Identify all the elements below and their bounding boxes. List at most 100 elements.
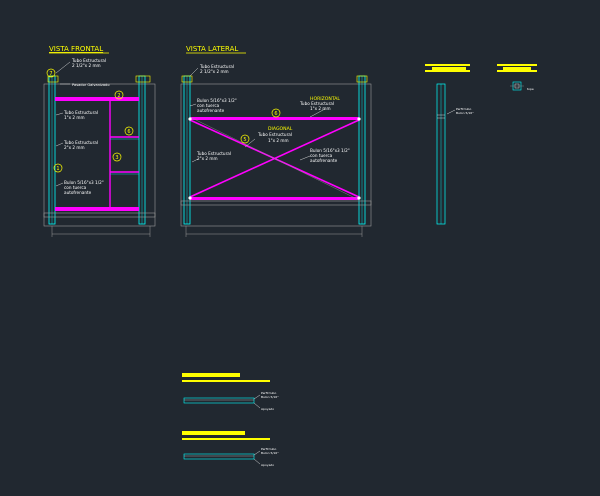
front-callout-6: 6 xyxy=(124,126,134,136)
front-callout-6-text: 6 xyxy=(127,129,130,135)
bottom-detail-1-profile xyxy=(183,397,255,404)
front-label-tubo-top: Tubo Estructural xyxy=(71,58,106,63)
right-detail-bar-4 xyxy=(497,64,537,66)
side-label-horizontal-dim: 1"x 2 mm xyxy=(310,106,331,111)
front-label-tubo-top-dim: 2 1/2"x 2 mm xyxy=(72,63,101,68)
front-callout-7-text: 7 xyxy=(49,71,52,77)
side-bolt-bottom-left xyxy=(188,196,192,200)
bottom-detail-2-bar-1 xyxy=(182,431,245,435)
right-detail-bar-1 xyxy=(425,64,470,66)
bottom-detail-1-leader-1 xyxy=(253,394,261,400)
right-detail-label-2: Bulon 5/16" xyxy=(456,111,474,115)
right-detail-leader xyxy=(446,109,456,115)
bottom-detail-1-label-1: Perfil tubo xyxy=(261,391,276,395)
bottom-detail-1-leader-2 xyxy=(253,402,261,409)
front-bottom-rail xyxy=(55,207,139,211)
side-label-diagonal-dim: 1"x 2 mm xyxy=(268,138,289,143)
front-callout-1-text: 1 xyxy=(56,166,59,172)
side-label-tubo-top: Tubo Estructural xyxy=(199,64,234,69)
bottom-detail-1-bar-2 xyxy=(182,380,270,382)
side-view: VISTA LATERAL xyxy=(180,45,372,237)
front-label-bulon-2: con tuerca xyxy=(64,185,87,190)
bottom-detail-1: Perfil tubo Bulon 5/16" Apoyado xyxy=(182,373,279,411)
front-leader-4 xyxy=(55,142,64,147)
front-base-plate xyxy=(43,212,156,218)
bottom-detail-2-leader-2 xyxy=(253,458,261,465)
side-frame-outline xyxy=(180,83,372,227)
side-label-tubo-left: Tubo Estructural xyxy=(196,151,231,156)
bottom-detail-1-label-2: Bulon 5/16" xyxy=(261,395,279,399)
front-top-rail xyxy=(55,97,139,101)
right-detail-bar-2 xyxy=(432,67,466,70)
side-callout-6: 6 xyxy=(271,108,281,118)
side-bolt-top-right xyxy=(357,117,361,121)
side-view-title: VISTA LATERAL xyxy=(186,45,238,53)
side-leader-2 xyxy=(189,103,197,107)
side-callout-6-text: 6 xyxy=(274,111,277,117)
front-view: VISTA FRONTAL Tubo E xyxy=(43,45,156,237)
front-callout-1: 1 xyxy=(53,163,63,173)
front-label-tubo-left: Tubo Estructural xyxy=(63,140,98,145)
side-bottom-horizontal xyxy=(190,197,359,200)
front-callout-7: 7 xyxy=(46,68,56,78)
front-label-bulon-3: autofrenante xyxy=(64,190,92,195)
front-leader-3 xyxy=(55,112,64,116)
side-leader-1 xyxy=(189,67,199,77)
front-label-tubo-right: Tubo Estructural xyxy=(63,110,98,115)
side-label-diagonal: DIAGONAL xyxy=(268,126,293,132)
side-leader-5 xyxy=(191,158,199,163)
bottom-detail-1-bar-1 xyxy=(182,373,240,377)
side-leader-3 xyxy=(309,108,326,118)
side-base-plate xyxy=(180,200,372,206)
front-label-tubo-right-dim: 1"x 2 mm xyxy=(64,115,85,120)
side-label-diagonal-tube: Tubo Estructural xyxy=(257,132,292,137)
bottom-detail-2-label-1: Perfil tubo xyxy=(261,447,276,451)
front-left-cap xyxy=(47,75,59,83)
front-callout-3: 3 xyxy=(112,152,122,162)
side-label-bulon-a2: con tuerca xyxy=(197,103,220,108)
side-leader-4 xyxy=(244,138,256,148)
side-diagonal-edge xyxy=(189,116,360,201)
front-callout-2: 2 xyxy=(114,90,124,100)
side-label-tubo-left-dim: 2"x 2 mm xyxy=(197,156,218,161)
side-leader-6 xyxy=(299,155,311,161)
side-callout-5-text: 5 xyxy=(243,137,246,143)
side-label-tubo-top-dim: 2 1/2"x 2 mm xyxy=(200,69,229,74)
side-right-cap xyxy=(356,75,368,83)
bottom-detail-1-label-3: Apoyado xyxy=(261,407,274,411)
side-label-bulon-b1: Bulon 5/16"x3 1/2" xyxy=(310,148,350,153)
front-label-bulon-1: Bulon 5/16"x3 1/2" xyxy=(64,180,104,185)
front-leader-5 xyxy=(55,182,64,187)
side-label-bulon-a3: autofrenante xyxy=(197,108,225,113)
side-bolt-bottom-right xyxy=(357,196,361,200)
bottom-detail-2-label-2: Bulon 5/16" xyxy=(261,451,279,455)
side-left-cap xyxy=(181,75,193,83)
right-detail-bar-6 xyxy=(497,70,537,72)
side-top-horizontal xyxy=(190,117,359,120)
right-detail-label-1: Perfil tubo xyxy=(456,107,471,111)
front-view-title: VISTA FRONTAL xyxy=(49,45,103,53)
side-label-bulon-a1: Bulon 5/16"x3 1/2" xyxy=(197,98,237,103)
bottom-detail-2-leader-1 xyxy=(253,450,261,456)
side-label-horizontal: HORIZONTAL xyxy=(310,96,340,102)
bottom-detail-2-profile xyxy=(183,453,255,460)
right-detail-bar-3 xyxy=(425,70,470,72)
front-label-pasador: Pasador Galvanizado xyxy=(72,83,110,87)
side-label-horizontal-tube: Tubo Estructural xyxy=(299,101,334,106)
front-leader-1 xyxy=(55,61,71,74)
side-label-bulon-b2: con tuerca xyxy=(310,153,333,158)
side-callout-5: 5 xyxy=(240,134,250,144)
front-right-cap xyxy=(135,75,151,83)
front-frame-outline xyxy=(43,83,156,227)
bottom-detail-2-bar-2 xyxy=(182,438,270,440)
front-callout-2-text: 2 xyxy=(117,93,120,99)
front-label-tubo-left-dim: 2"x 2 mm xyxy=(64,145,85,150)
side-label-bulon-b3: autofrenante xyxy=(310,158,338,163)
front-callout-3-text: 3 xyxy=(115,155,118,161)
bottom-detail-2-label-3: Apoyado xyxy=(261,463,274,467)
right-detail: tope Perfil tubo Bulon 5/16" xyxy=(425,64,537,225)
right-detail-bar-5 xyxy=(503,67,531,70)
side-bolt-top-left xyxy=(188,117,192,121)
